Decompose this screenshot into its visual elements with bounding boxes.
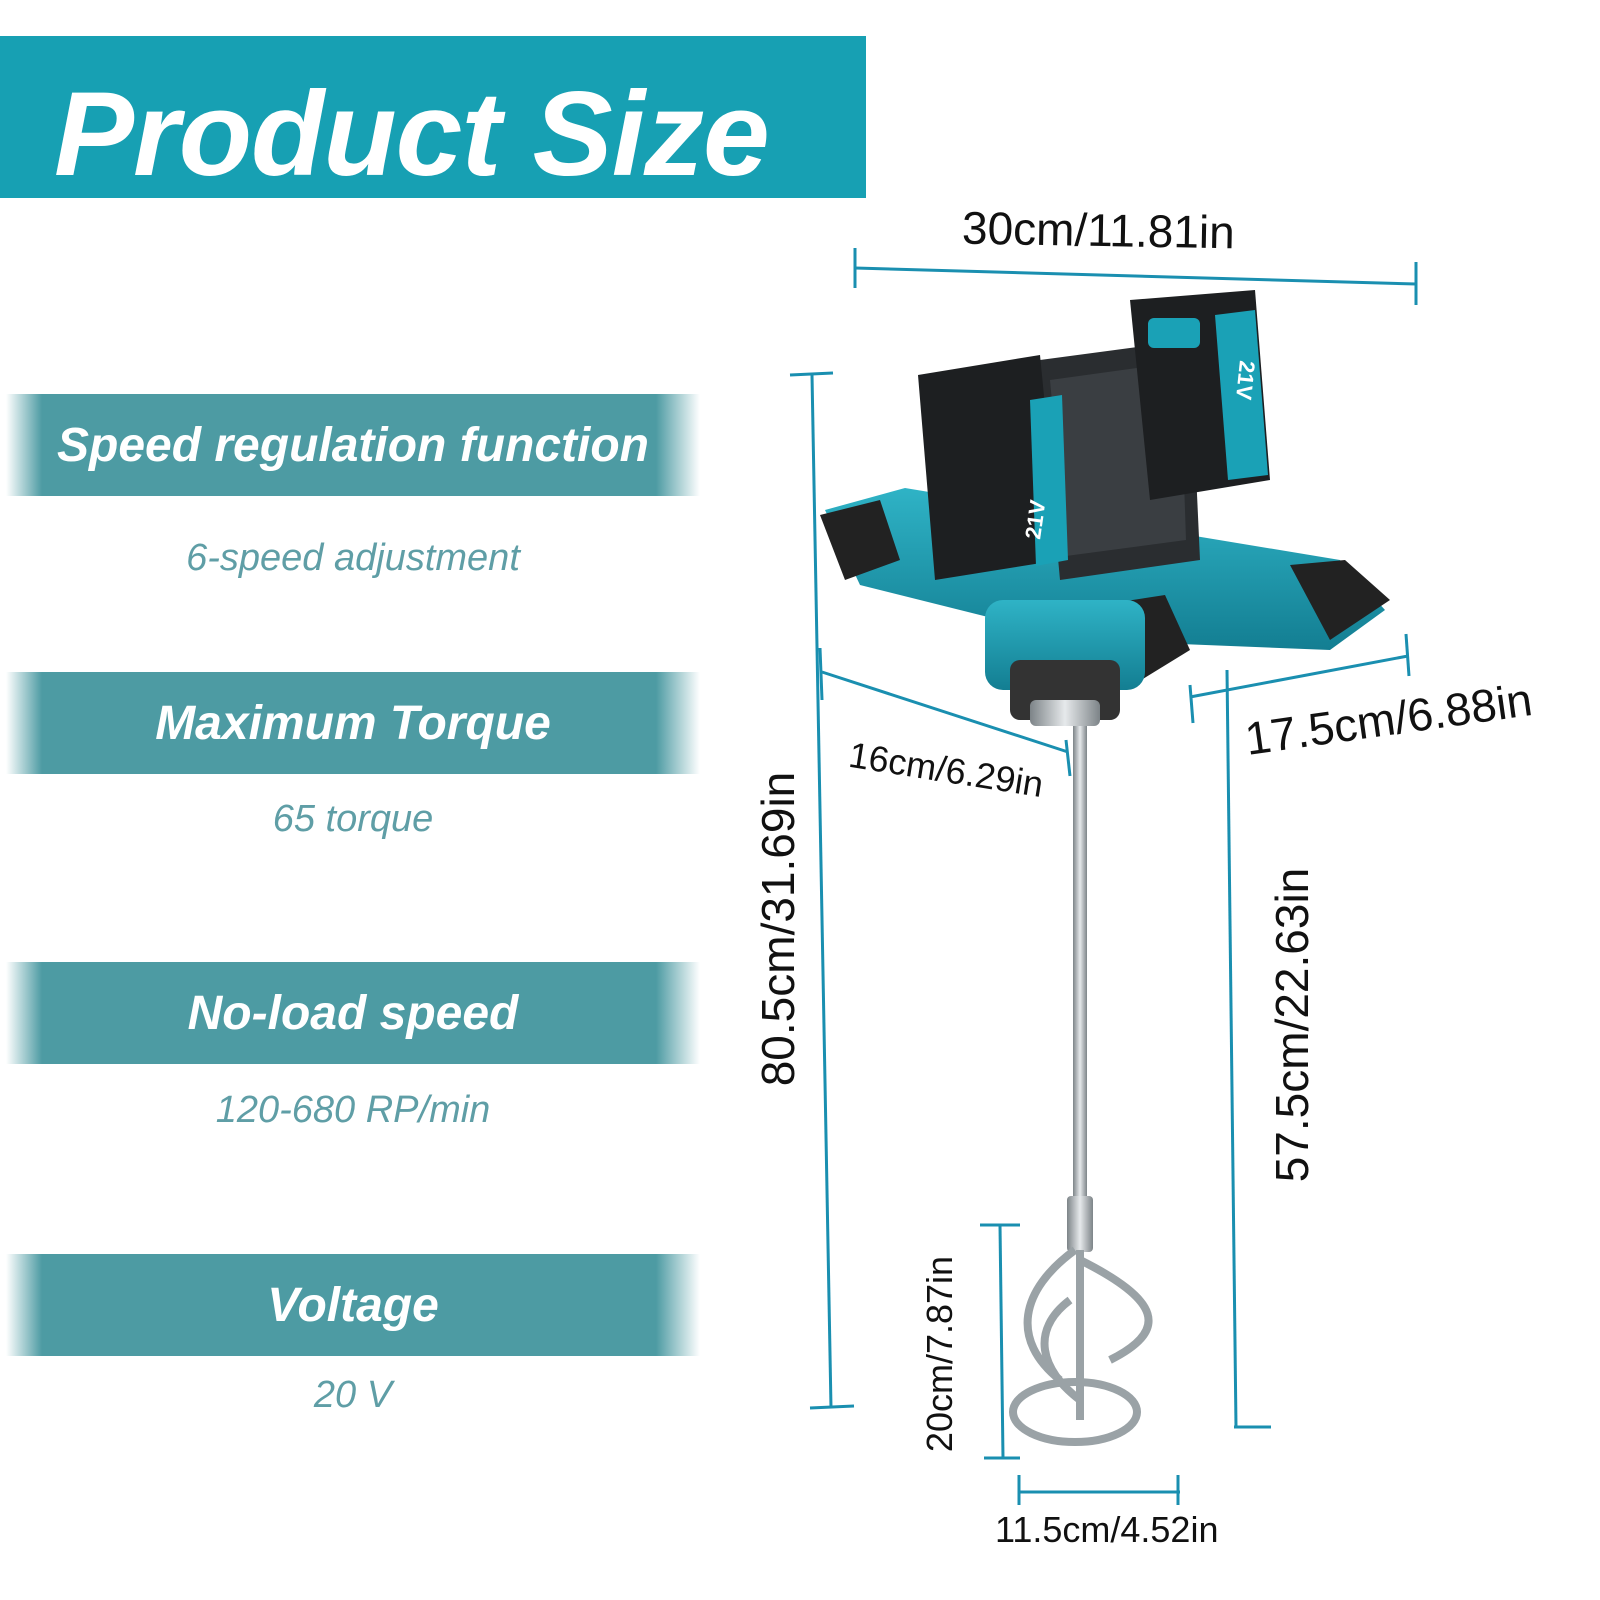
battery-left: 21V bbox=[918, 355, 1068, 580]
spec-label-max-torque: Maximum Torque bbox=[6, 672, 700, 774]
dimension-paddle-height: 20cm/7.87in bbox=[919, 1255, 960, 1453]
spec-label-no-load-speed: No-load speed bbox=[6, 962, 700, 1064]
battery-right: 21V bbox=[1130, 290, 1270, 500]
mixer-rod bbox=[1073, 700, 1087, 1200]
title-banner: Product Size bbox=[0, 36, 866, 198]
spec-label-voltage: Voltage bbox=[6, 1254, 700, 1356]
dimension-width-top: 30cm/11.81in bbox=[961, 201, 1236, 259]
dimension-total-height: 80.5cm/31.69in bbox=[752, 771, 804, 1087]
battery-right-label: 21V bbox=[1231, 359, 1260, 401]
dimension-paddle-width: 11.5cm/4.52in bbox=[995, 1509, 1219, 1550]
spec-value-voltage: 20 V bbox=[313, 1374, 393, 1416]
rod-coupling bbox=[1067, 1196, 1093, 1252]
mixing-paddle bbox=[1009, 1246, 1153, 1446]
page-title: Product Size bbox=[54, 67, 770, 201]
dimension-rod-length: 57.5cm/22.63in bbox=[1266, 867, 1318, 1183]
spec-value-max-torque: 65 torque bbox=[272, 798, 434, 840]
spec-value-no-load-speed: 120-680 RP/min bbox=[215, 1089, 491, 1131]
battery-left-label: 21V bbox=[1020, 498, 1050, 541]
dimension-lines bbox=[789, 248, 1418, 1505]
spec-value-speed-regulation: 6-speed adjustment bbox=[186, 537, 520, 579]
spec-label-speed-regulation: Speed regulation function bbox=[6, 394, 700, 496]
